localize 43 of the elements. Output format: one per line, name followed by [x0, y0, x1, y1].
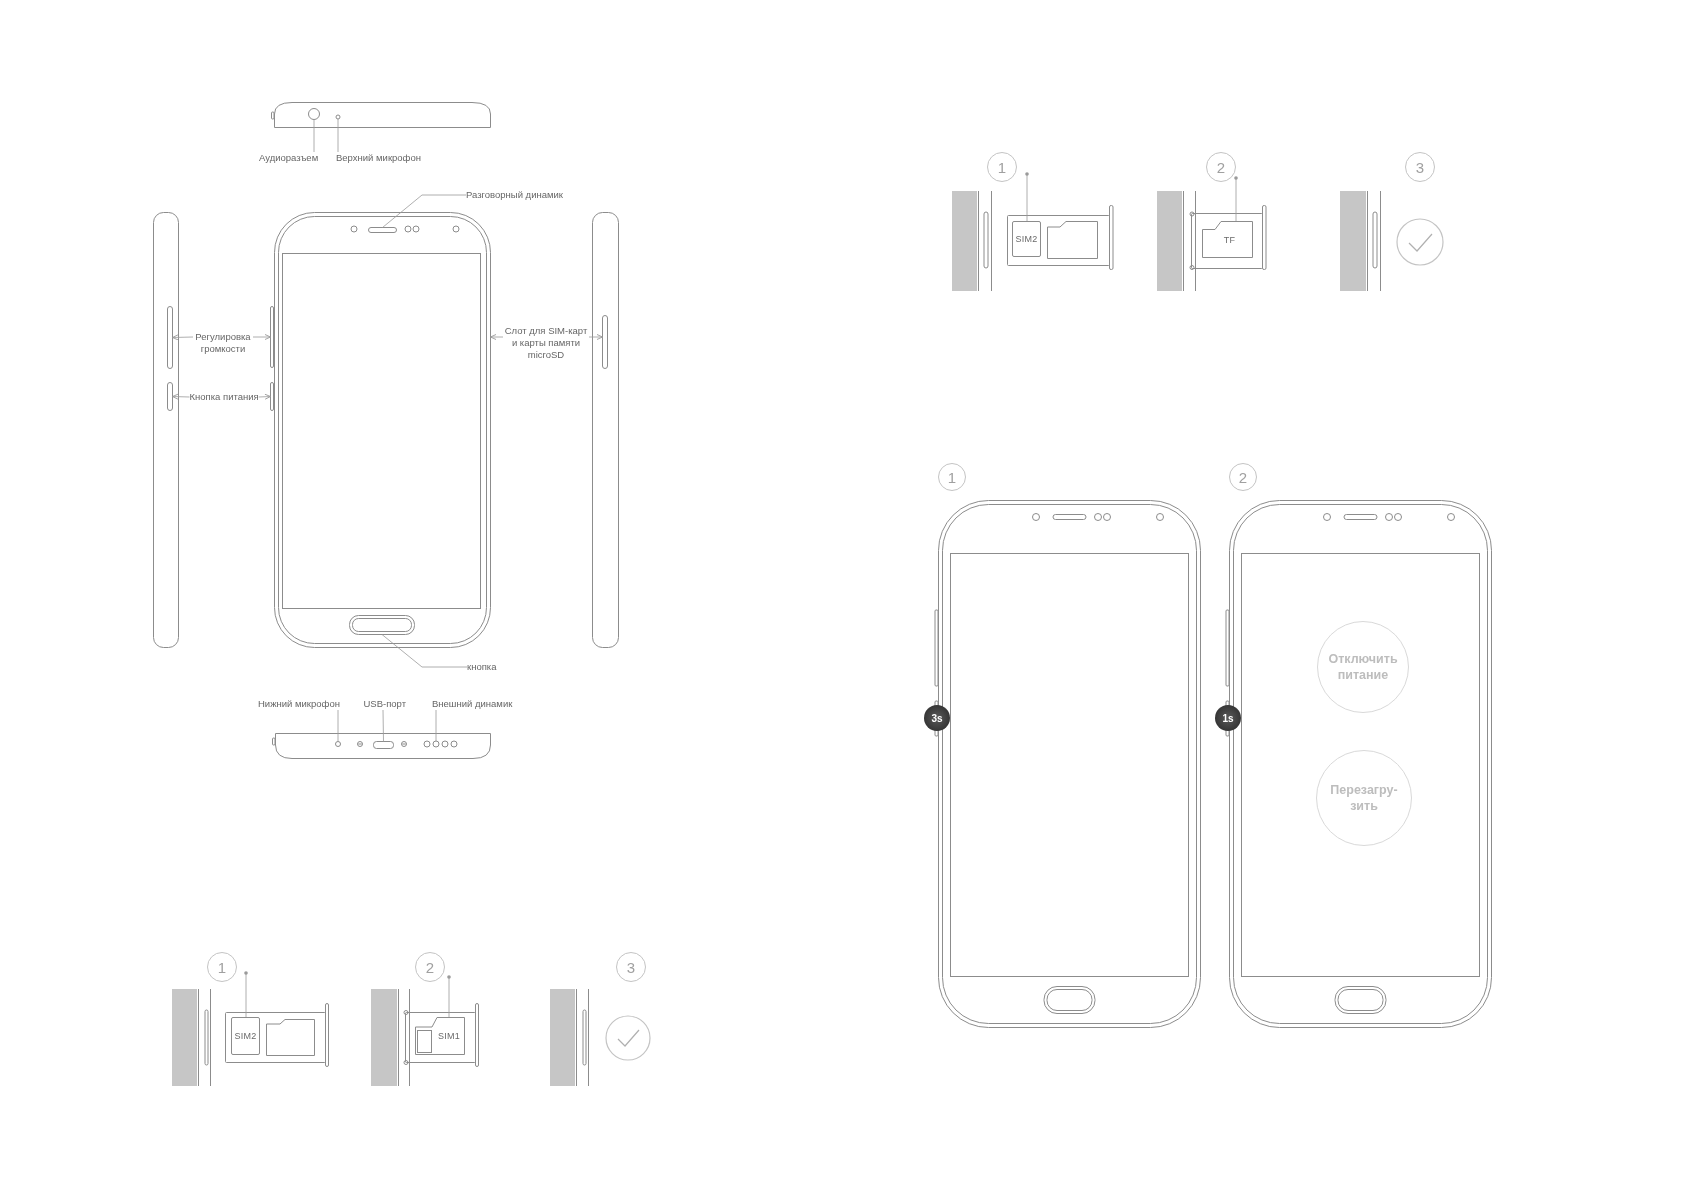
part-label: Разговорный динамик [466, 189, 563, 201]
power-button [270, 382, 274, 411]
volume-button [167, 306, 173, 369]
part-label: кнопка [467, 661, 497, 673]
usb-port [373, 741, 394, 749]
step-number-circle: 3 [616, 952, 646, 982]
step-number-circle: 2 [1206, 152, 1236, 182]
leader-line [337, 118, 339, 153]
part-label: Слот для SIM-карт и карты памяти microSD [503, 325, 589, 361]
microphone-hole [335, 114, 341, 120]
sim-card: SIM2 [231, 1017, 260, 1055]
card-tray-slot [602, 315, 608, 369]
phone-front-drawing [274, 212, 491, 648]
leader-line [313, 119, 315, 153]
part-label: Кнопка питания [189, 391, 259, 403]
leader-line [381, 634, 468, 668]
leader-line [382, 709, 384, 742]
power-button [167, 382, 173, 411]
step-number-circle: 1 [938, 463, 966, 491]
step-number-circle: 3 [1405, 152, 1435, 182]
hold-time-badge: 1s [1215, 705, 1241, 731]
step-number-circle: 1 [987, 152, 1017, 182]
sim-card: SIM1 [415, 1017, 465, 1055]
sim-card: SIM2 [1012, 221, 1041, 257]
home-button [349, 615, 415, 635]
part-label: USB-порт [363, 698, 407, 710]
part-label: Регулировка громкости [193, 331, 253, 355]
volume-button [270, 306, 274, 368]
leader-line [337, 709, 339, 742]
hold-time-badge: 3s [924, 705, 950, 731]
speaker-grille [423, 740, 458, 748]
leader-line [435, 709, 437, 742]
part-label: Верхний микрофон [336, 152, 421, 164]
memory-card: TF [1202, 221, 1253, 258]
step-number-circle: 2 [415, 952, 445, 982]
part-label: Внешний динамик [432, 698, 513, 710]
step-number-circle: 1 [207, 952, 237, 982]
part-label: Нижний микрофон [258, 698, 340, 710]
part-label: Аудиоразъем [259, 152, 319, 164]
step-number-circle: 2 [1229, 463, 1257, 491]
earpiece-grille [368, 227, 397, 233]
headphone-jack [308, 108, 320, 120]
microphone-hole [335, 741, 341, 747]
